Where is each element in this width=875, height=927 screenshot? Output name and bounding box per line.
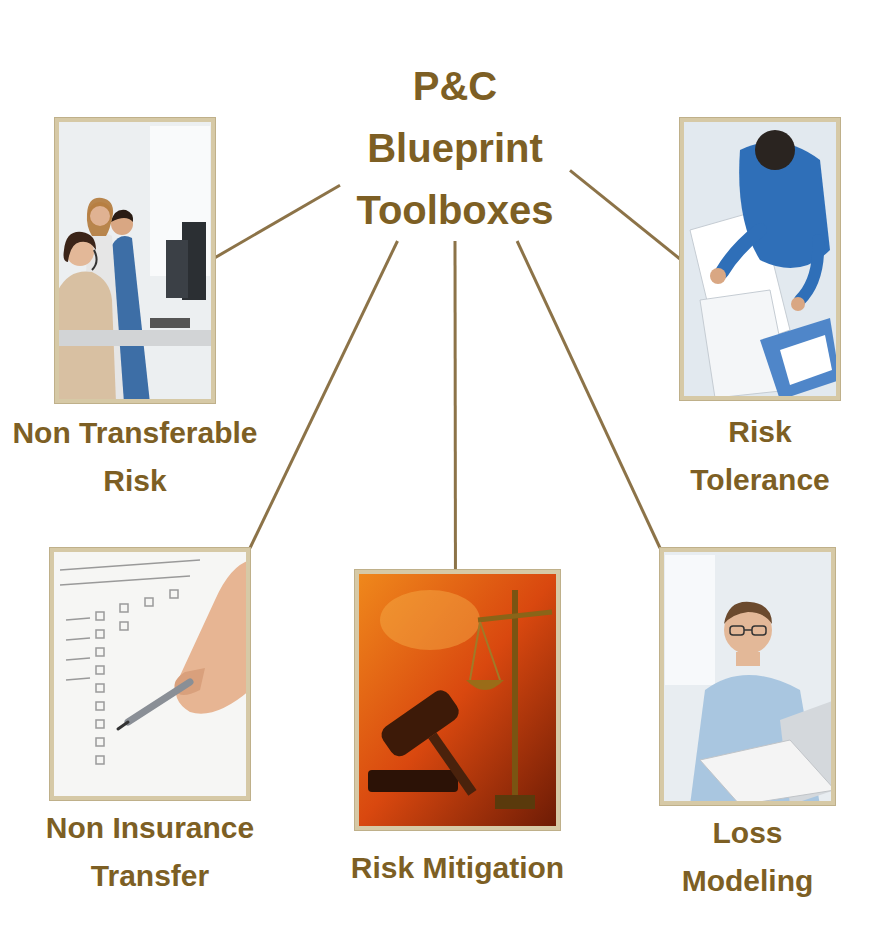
photo-shape [96, 666, 104, 674]
call-center-photo [55, 118, 215, 403]
photo-node: Non Transferable Risk [55, 118, 215, 403]
photo-shape [96, 756, 104, 764]
photo-shape [700, 740, 835, 805]
connector-line [250, 241, 398, 548]
photo-shape [478, 612, 552, 620]
photo-shape [752, 626, 766, 635]
photo-shape [55, 330, 215, 346]
connector-line [215, 185, 340, 257]
photo-shape [145, 598, 153, 606]
toolbox-caption: Non Transferable Risk [0, 409, 280, 505]
photo-shape [66, 658, 90, 660]
photo-shape [66, 638, 90, 640]
photo-shape [120, 604, 128, 612]
connector-line [454, 241, 457, 570]
photo-shape [724, 602, 772, 624]
hub-node: P&C Blueprint Toolboxes [340, 55, 570, 241]
photo-shape [96, 612, 104, 620]
toolbox-caption: Non Insurance Transfer [20, 804, 280, 900]
photo-shape [378, 686, 503, 817]
photo-shape [368, 770, 458, 792]
photo-node: Risk Tolerance [680, 118, 840, 400]
connector-line [517, 241, 660, 548]
photo-shape [96, 738, 104, 746]
photo-shape [355, 570, 560, 830]
photo-shape [90, 206, 110, 226]
photo-shape [730, 626, 766, 635]
photo-shape [780, 335, 832, 385]
photo-shape [660, 548, 835, 805]
photo-shape [680, 118, 840, 400]
photo-shape [665, 555, 715, 685]
toolbox-caption: Loss Modeling [661, 809, 835, 905]
photo-shape [66, 618, 90, 620]
photo-shape [87, 198, 113, 236]
analyst-laptop-photo [660, 548, 835, 805]
photo-shape [96, 648, 104, 656]
photo-node: Loss Modeling [660, 548, 835, 805]
gavel-scales-photo [355, 570, 560, 830]
photo-shape [96, 702, 104, 710]
checklist-photo [50, 548, 250, 800]
photo-shape [111, 210, 133, 222]
photo-shape [800, 240, 818, 300]
photo-shape [428, 733, 476, 796]
photo-shape [60, 560, 200, 570]
photo-shape [466, 680, 504, 690]
photo-shape [60, 576, 190, 585]
photo-shape [378, 686, 463, 760]
office-overhead-photo [680, 118, 840, 400]
photo-shape [722, 230, 760, 272]
photo-shape [744, 629, 752, 631]
photo-shape [760, 318, 840, 400]
photo-shape [92, 250, 97, 270]
photo-shape [480, 622, 500, 680]
photo-shape [120, 622, 128, 630]
photo-shape [64, 232, 97, 262]
photo-shape [736, 652, 760, 666]
photo-shape [60, 560, 200, 764]
connector-line [570, 170, 680, 259]
photo-shape [755, 130, 795, 170]
photo-shape [170, 590, 178, 598]
photo-shape [96, 684, 104, 692]
photo-shape [66, 678, 90, 680]
photo-shape [96, 720, 104, 728]
photo-shape [150, 318, 190, 328]
photo-shape [118, 722, 128, 729]
hub-title: P&C Blueprint Toolboxes [340, 55, 570, 241]
photo-shape [730, 626, 744, 635]
photo-shape [495, 795, 535, 809]
photo-node: Non Insurance Transfer [50, 548, 250, 800]
toolbox-caption: Risk Mitigation [308, 844, 608, 892]
photo-shape [55, 118, 215, 403]
photo-shape [791, 297, 805, 311]
photo-shape [166, 240, 188, 298]
photo-shape [96, 630, 104, 638]
photo-shape [512, 590, 518, 800]
toolbox-caption: Risk Tolerance [668, 408, 852, 504]
photo-node: Risk Mitigation [355, 570, 560, 830]
photo-shape [128, 682, 190, 722]
photo-shape [50, 548, 250, 800]
photo-shape [380, 590, 480, 650]
photo-shape [710, 268, 726, 284]
photo-shape [470, 622, 480, 680]
